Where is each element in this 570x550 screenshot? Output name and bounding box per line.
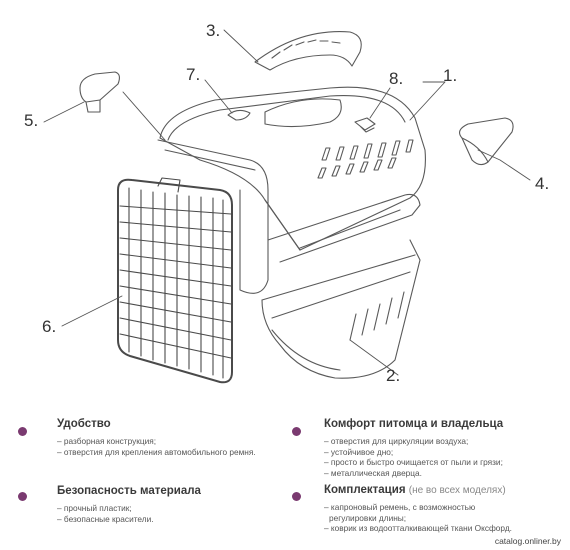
- section-title-comfort: Комфорт питомца и владельца: [324, 418, 504, 430]
- carrier-bottom-tray: [261, 239, 421, 379]
- list-item: – прочный пластик;: [57, 503, 132, 513]
- callout-7: 7.: [186, 65, 200, 84]
- callout-6: 6.: [42, 317, 56, 336]
- watermark: catalog.onliner.by: [491, 536, 564, 546]
- bullet-dot: [18, 492, 27, 501]
- bullet-dot: [292, 492, 301, 501]
- wire-door: [117, 177, 233, 384]
- list-item: – просто и быстро очищается от пыли и гр…: [324, 457, 503, 468]
- ventilation-slots: [317, 139, 414, 179]
- list-item: – коврик из водоотталкивающей ткани Оксф…: [324, 523, 512, 534]
- callout-2: 2.: [386, 366, 400, 385]
- sleeve-part: [459, 117, 514, 166]
- section-list-comfort: – отверстия для циркуляции воздуха; – ус…: [324, 436, 503, 478]
- section-list-package: – капроновый ремень, с возможностью регу…: [324, 502, 512, 534]
- carrier-top-shell: [159, 86, 426, 251]
- section-title-package-text: Комплектация: [324, 484, 406, 496]
- callout-8: 8.: [389, 69, 403, 88]
- callout-3: 3.: [206, 21, 220, 40]
- list-item: регулировки длины;: [329, 512, 407, 523]
- list-item: – отверстия для крепления автомобильного…: [57, 446, 256, 457]
- section-note: (не во всех моделях): [408, 485, 506, 496]
- list-item: – капроновый ремень, с возможностью: [324, 502, 476, 512]
- list-item: – разборная конструкция;: [57, 436, 157, 446]
- section-title-package: Комплектация (не во всех моделях): [324, 484, 506, 496]
- section-title-material-safety: Безопасность материала: [57, 485, 201, 497]
- callout-4: 4.: [535, 174, 549, 193]
- callout-5: 5.: [24, 111, 38, 130]
- bullet-dot: [18, 427, 27, 436]
- list-item: – устойчивое дно;: [324, 446, 394, 457]
- front-frame: [157, 139, 269, 294]
- clip-7: [227, 109, 251, 121]
- list-item: – отверстия для циркуляции воздуха;: [324, 436, 469, 446]
- section-list-convenience: – разборная конструкция; – отверстия для…: [57, 436, 256, 457]
- bullet-dot: [292, 427, 301, 436]
- section-title-convenience: Удобство: [57, 418, 111, 430]
- carry-handle: [254, 31, 362, 71]
- list-item: – безопасные красители.: [57, 513, 154, 524]
- callout-1: 1.: [443, 66, 457, 85]
- section-list-material-safety: – прочный пластик; – безопасные красител…: [57, 503, 154, 524]
- clip-part: [79, 71, 121, 113]
- leader-lines: [43, 29, 531, 376]
- pet-carrier-diagram: 1. 2. 3. 4. 5. 6. 7. 8.: [24, 21, 549, 385]
- top-opening: [264, 98, 342, 128]
- latch-8: [354, 117, 376, 133]
- side-bar: [267, 193, 421, 263]
- list-item: – металлическая дверца.: [324, 467, 422, 478]
